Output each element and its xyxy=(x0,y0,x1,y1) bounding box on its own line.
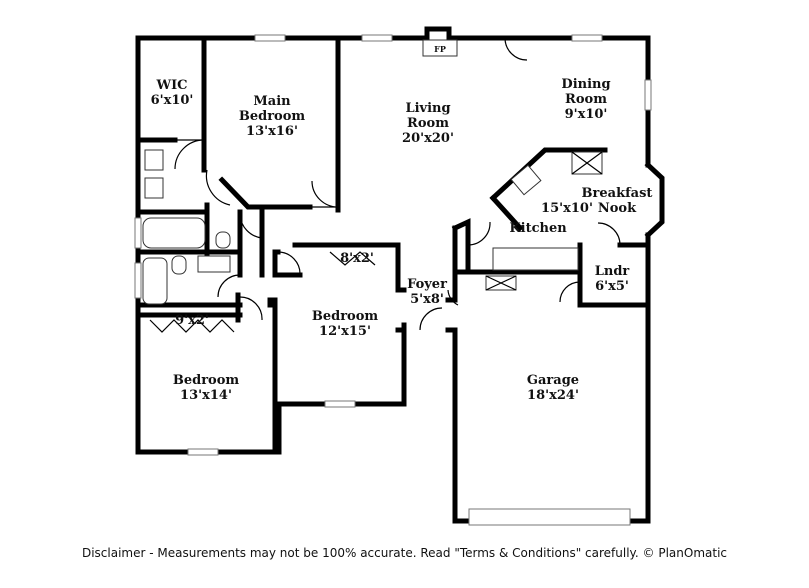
foyer-size: 5'x8' xyxy=(410,292,444,307)
bedroom-left-size: 13'x14' xyxy=(180,388,232,403)
door-swing-2 xyxy=(311,180,339,208)
garage-door xyxy=(468,508,631,526)
room-labels: WIC 6'x10' Main Bedroom 13'x16' Living R… xyxy=(151,44,653,403)
fireplace xyxy=(422,39,458,57)
bedroom-center-name: Bedroom xyxy=(312,309,379,324)
toilet-main xyxy=(215,231,231,249)
door-swings xyxy=(149,37,621,333)
closet-bifold-2 xyxy=(149,319,235,333)
bathtub-hall xyxy=(142,257,168,305)
door-swing-kitchen xyxy=(467,221,491,246)
bathtub-main xyxy=(142,217,206,249)
window-bedroom-left xyxy=(187,448,219,456)
vanity-sink-1 xyxy=(144,149,164,171)
hall-sink xyxy=(197,255,231,273)
door-swing-garage xyxy=(447,289,459,306)
fridge-cross xyxy=(571,151,603,175)
door-swing-5 xyxy=(277,251,301,276)
window-bedroom-center xyxy=(324,400,356,408)
door-swing-patio xyxy=(504,37,528,61)
interior-walls xyxy=(135,35,651,455)
main-bedroom-name-1: Main xyxy=(253,94,291,109)
exterior-walls xyxy=(135,26,651,524)
door-swing-4 xyxy=(239,214,263,239)
closet-9x2-size: 9'x2' xyxy=(175,313,209,328)
kitchen-name: Kitchen xyxy=(509,221,567,236)
window-bath-2 xyxy=(134,262,142,299)
garage-size: 18'x24' xyxy=(527,388,579,403)
counter-kitchen xyxy=(492,247,579,271)
bedroom-left-name: Bedroom xyxy=(173,373,240,388)
windows xyxy=(134,34,652,526)
dining-room-name-1: Dining xyxy=(561,77,610,92)
door-swing-3 xyxy=(205,169,231,206)
dining-room-name-2: Room xyxy=(565,92,607,107)
toilet-hall xyxy=(171,255,187,275)
living-room-name-2: Room xyxy=(407,116,449,131)
main-bedroom-name-2: Bedroom xyxy=(239,109,306,124)
fireplace-label: FP xyxy=(434,44,446,54)
kitchen-sink xyxy=(510,164,542,196)
dining-room-size: 9'x10' xyxy=(565,107,608,122)
closet-bifold-1 xyxy=(329,251,376,266)
window-dining-side xyxy=(644,79,652,111)
door-swing-entry xyxy=(419,307,443,331)
living-room-name-1: Living xyxy=(405,101,450,116)
kitchen-size: 15'x10' xyxy=(541,201,593,216)
wic-name: WIC xyxy=(155,78,187,93)
door-swing-6 xyxy=(217,274,241,298)
door-swing-7 xyxy=(239,296,263,321)
breakfast-nook-name-2: Nook xyxy=(598,201,637,216)
bedroom-center-size: 12'x15' xyxy=(319,324,371,339)
window-dining-room xyxy=(571,34,603,42)
foyer-name: Foyer xyxy=(407,277,447,292)
garage-name: Garage xyxy=(527,373,579,388)
vanity-sink-2 xyxy=(144,177,164,199)
door-swing-laundry-2 xyxy=(559,281,581,303)
fixtures xyxy=(142,39,603,305)
window-living-room xyxy=(361,34,393,42)
door-swing-1 xyxy=(174,139,205,170)
breakfast-bay xyxy=(644,161,665,239)
laundry-size: 6'x5' xyxy=(595,279,629,294)
water-heater-cross xyxy=(485,275,517,291)
main-bedroom-size: 13'x16' xyxy=(246,124,298,139)
laundry-name: Lndr xyxy=(595,264,630,279)
window-main-bedroom xyxy=(254,34,286,42)
living-room-size: 20'x20' xyxy=(402,131,454,146)
disclaimer-text: Disclaimer - Measurements may not be 100… xyxy=(81,546,728,560)
closet-8x2-size: 8'x2' xyxy=(340,251,374,266)
breakfast-nook-name-1: Breakfast xyxy=(582,186,653,201)
wic-size: 6'x10' xyxy=(151,93,194,108)
door-swing-laundry xyxy=(597,222,621,246)
window-bath-1 xyxy=(134,217,142,249)
